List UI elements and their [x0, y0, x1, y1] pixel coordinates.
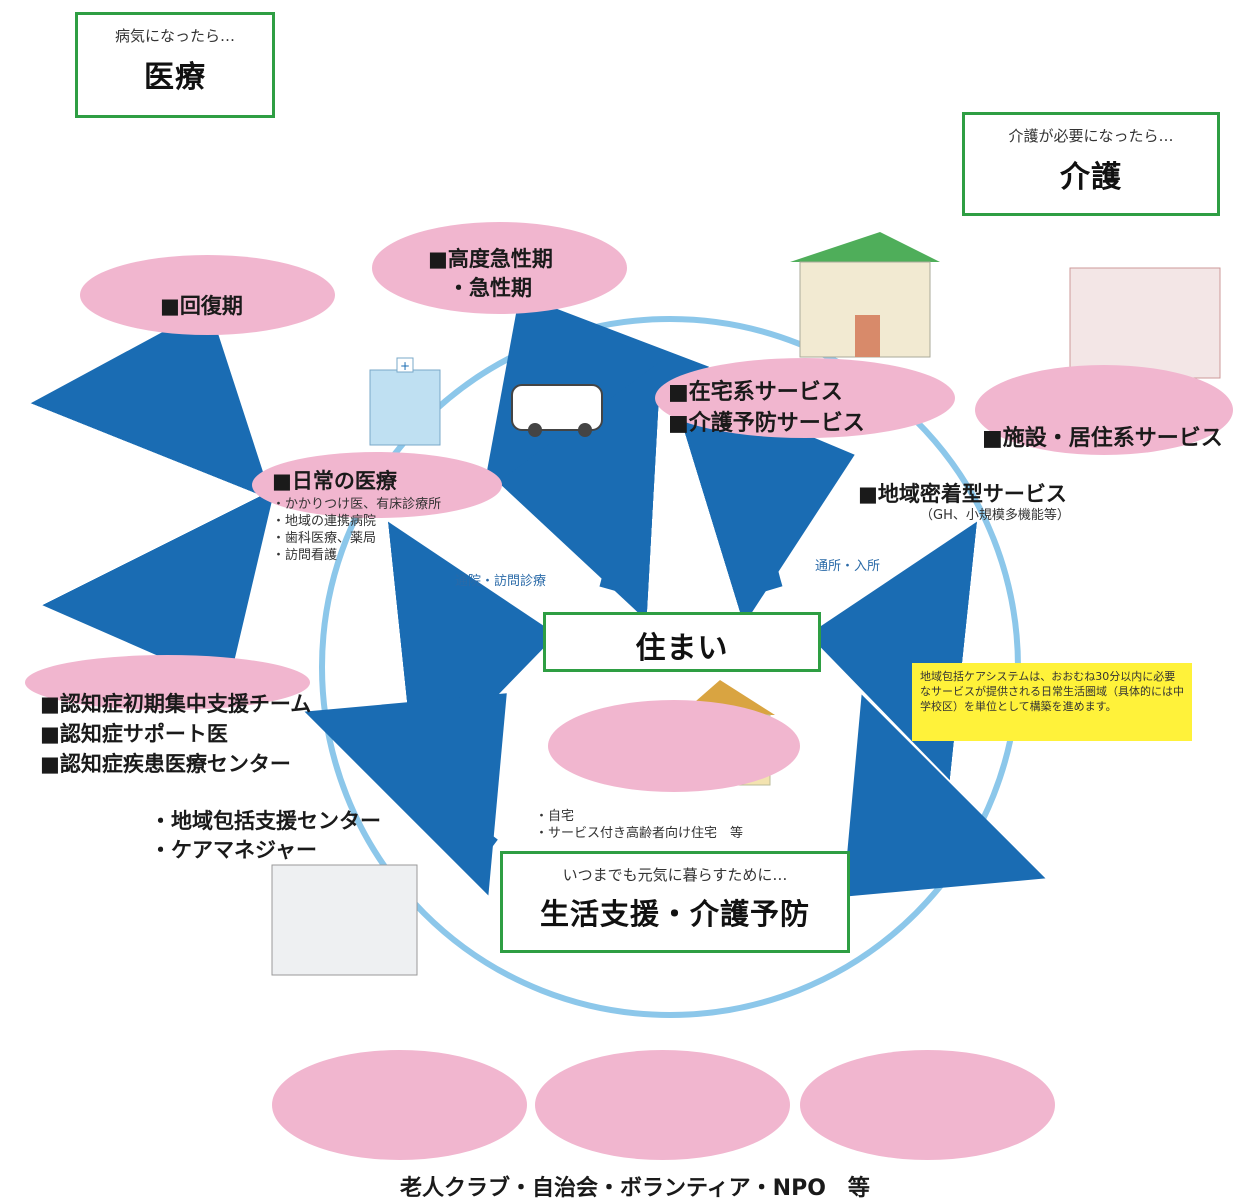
seikatsu-box: いつまでも元気に暮らすために… 生活支援・介護予防 — [500, 851, 850, 953]
ellipse-nichijo — [252, 452, 502, 518]
ninchi-line-3: ■認知症疾患医療センター — [40, 752, 291, 776]
ellipse-shisetsu — [975, 365, 1233, 455]
arrow-nichijo-to-sumai — [388, 521, 557, 781]
nichijo-item-3: ・歯科医療、薬局 — [272, 531, 377, 546]
iryo-sub: 病気になったら… — [114, 27, 235, 45]
ellipse-kaifukuki — [80, 255, 335, 335]
nichijo-item-4: ・訪問看護 — [272, 548, 338, 563]
arrow-seikatsu-to-sumai — [304, 693, 507, 896]
arrow-sumai-to-nichijo — [498, 361, 662, 621]
iryo-title: 医療 — [144, 60, 206, 95]
arrow-sumai-to-seikatsu — [843, 694, 1046, 897]
note-text: 地域包括ケアシステムは、おおむね30分以内に必要なサービスが提供される日常生活圏… — [920, 670, 1184, 713]
ellipse-ninchi — [25, 655, 310, 710]
jitaku-line-2: ・サービス付き高齢者向け住宅 等 — [535, 826, 744, 841]
ellipse-bottom-2 — [535, 1050, 790, 1160]
chiiki-title: ■地域密着型サービス — [858, 482, 1067, 506]
zaitaku-line2: ■介護予防サービス — [668, 411, 865, 436]
koudo-line1: ■高度急性期 — [428, 247, 553, 271]
svg-text:+: + — [400, 359, 410, 373]
bottom-label: 老人クラブ・自治会・ボランティア・NPO 等 — [400, 1176, 870, 1201]
kaigo-title: 介護 — [1060, 160, 1122, 195]
nichijo-item-1: ・かかりつけ医、有床診療所 — [272, 497, 442, 512]
arrow-sumai-to-kaigo — [667, 376, 855, 625]
sumai-box: 住まい — [543, 612, 821, 672]
ellipse-bottom-3 — [800, 1050, 1055, 1160]
koudo-line2: ・急性期 — [448, 276, 532, 300]
sumai-title: 住まい — [635, 631, 729, 666]
ninchi-line-2: ■認知症サポート医 — [40, 722, 228, 746]
houkatsu-line-1: ・地域包括支援センター — [150, 809, 381, 833]
houkatsu-line-2: ・ケアマネジャー — [150, 838, 317, 862]
kaigo-box: 介護が必要になったら… 介護 — [962, 112, 1220, 216]
ellipse-koudo — [372, 222, 627, 314]
arrow-kaigo-to-sumai — [808, 521, 977, 781]
note-box: 地域包括ケアシステムは、おおむね30分以内に必要なサービスが提供される日常生活圏… — [912, 663, 1192, 741]
nichijo-title: ■日常の医療 — [272, 469, 397, 493]
iryo-box: 病気になったら… 医療 — [75, 12, 275, 118]
tsuin-label: 通院・訪問診療 — [455, 574, 547, 589]
shisetsu-label: ■施設・居住系サービス — [982, 426, 1223, 451]
ellipse-jitaku — [548, 700, 800, 792]
seikatsu-title: 生活支援・介護予防 — [539, 897, 810, 931]
jitaku-line-1: ・自宅 — [535, 809, 575, 824]
hospital-illustration: + — [369, 357, 441, 446]
kaigo-sub: 介護が必要になったら… — [1008, 127, 1174, 145]
kaifukuki-label: ■回復期 — [160, 294, 243, 318]
center-building-illustration — [271, 864, 418, 976]
ambulance-illustration — [511, 384, 603, 437]
tsusho-label: 通所・入所 — [815, 559, 881, 574]
care-house-illustration — [790, 232, 940, 358]
ellipse-zaitaku — [655, 358, 955, 438]
arrow-nichijo-to-kaifuku — [30, 306, 273, 500]
arrow-nichijo-to-ninchi — [42, 488, 275, 687]
nichijo-item-2: ・地域の連携病院 — [272, 514, 377, 529]
chiiki-sub: （GH、小規模多機能等） — [920, 508, 1070, 523]
zaitaku-line1: ■在宅系サービス — [668, 380, 843, 405]
seikatsu-sub: いつまでも元気に暮らすために… — [562, 866, 788, 884]
ninchi-line-1: ■認知症初期集中支援チーム — [40, 692, 312, 716]
facility-illustration — [1069, 267, 1221, 379]
ellipse-bottom-1 — [272, 1050, 527, 1160]
